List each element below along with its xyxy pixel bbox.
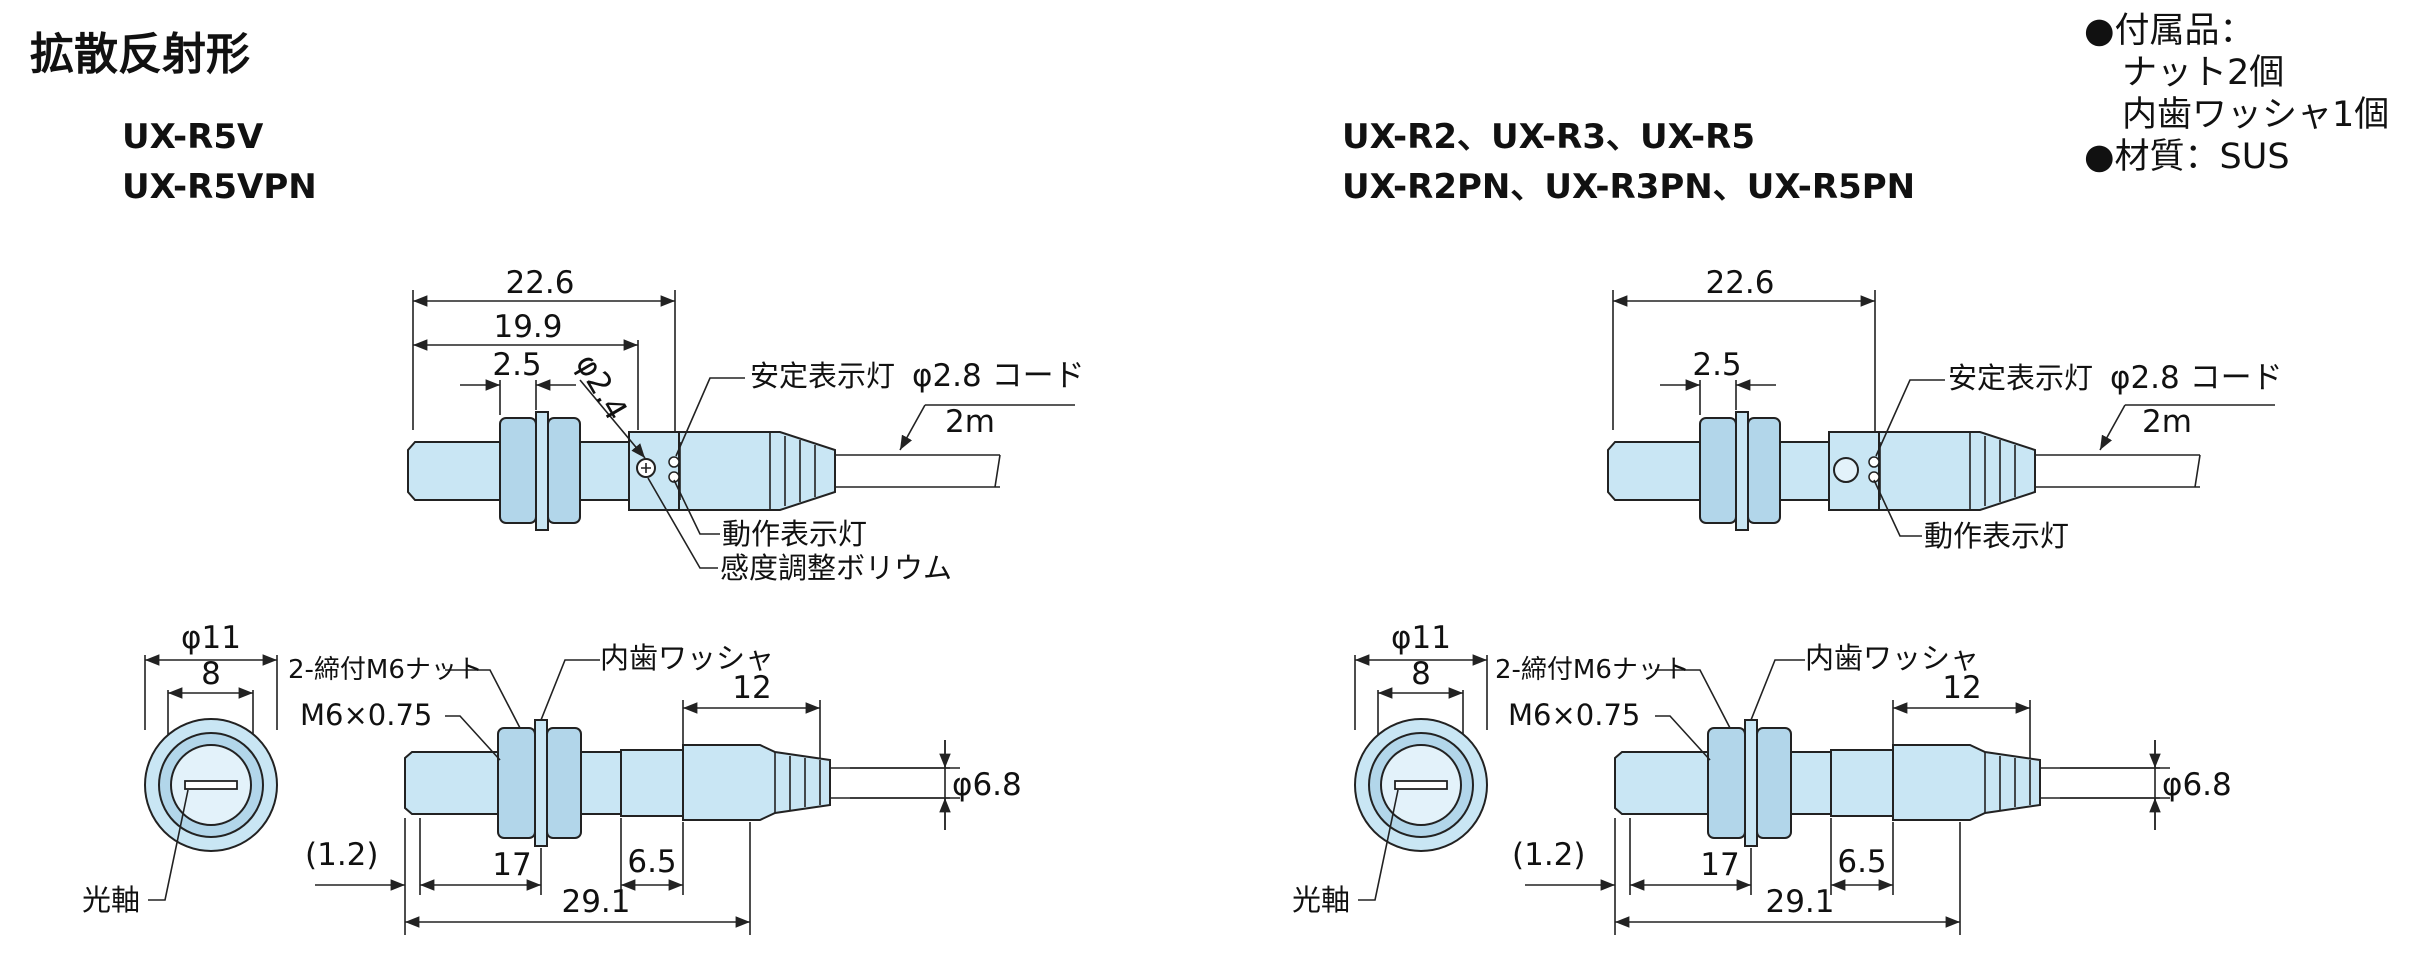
left-dim-rear-length: 6.5 — [627, 844, 676, 880]
left-dim-offset: (1.2) — [305, 837, 379, 873]
left-dim-outer-diameter: φ11 — [181, 620, 241, 656]
left-model-2: UX-R5VPN — [122, 167, 317, 207]
left-label-thread: M6×0.75 — [300, 698, 432, 732]
right-operation-led-icon — [1868, 471, 1880, 483]
left-dim-cord: φ2.8 コード — [912, 358, 1085, 394]
stability-led-icon — [668, 456, 680, 468]
right-dim-cord-length: 2m — [2142, 404, 2192, 440]
left-label-stability-led: 安定表示灯 — [750, 359, 895, 393]
right-side-sensor — [1614, 719, 2160, 847]
left-dim-overall-length: 29.1 — [561, 884, 630, 920]
right-label-nut: 2-締付M6ナット — [1495, 655, 1690, 685]
left-dim-cable-length: 12 — [732, 670, 771, 706]
left-dim-length-2: 19.9 — [493, 309, 562, 345]
right-dim-rear-length: 6.5 — [1837, 844, 1886, 880]
accessories-nut: ナット2個 — [2122, 53, 2285, 93]
right-dim-inner-diameter: 8 — [1411, 656, 1431, 692]
left-dim-cord-length: 2m — [945, 404, 995, 440]
right-label-optical-axis: 光軸 — [1292, 883, 1350, 917]
right-top-sensor — [1607, 411, 2201, 531]
right-dim-outer-diameter: φ11 — [1391, 620, 1451, 656]
right-dim-cable-length: 12 — [1942, 670, 1981, 706]
right-dim-thread-length: 17 — [1700, 847, 1739, 883]
page-title: 拡散反射形 — [30, 29, 250, 80]
right-dim-overall-length: 29.1 — [1765, 884, 1834, 920]
right-front-view: φ11 8 光軸 — [1292, 620, 1488, 917]
left-front-view: φ11 8 光軸 — [82, 620, 278, 917]
right-dim-cable-diameter: φ6.8 — [2162, 767, 2232, 803]
right-model-2: UX-R2PN、UX-R3PN、UX-R5PN — [1342, 167, 1916, 207]
accessories-washer: 内歯ワッシャ1個 — [2122, 95, 2390, 135]
right-model-1: UX-R2、UX-R3、UX-R5 — [1342, 117, 1755, 157]
left-dim-thread-length: 17 — [492, 847, 531, 883]
right-dim-nut-width: 2.5 — [1692, 347, 1741, 383]
operation-led-icon — [668, 471, 680, 483]
left-dim-cable-diameter: φ6.8 — [952, 767, 1022, 803]
right-dim-cord: φ2.8 コード — [2110, 360, 2283, 396]
left-model-names: UX-R5V UX-R5VPN — [122, 112, 317, 212]
left-dim-nut-width: 2.5 — [492, 347, 541, 383]
left-top-sensor — [407, 411, 1001, 531]
right-model-names: UX-R2、UX-R3、UX-R5 UX-R2PN、UX-R3PN、UX-R5P… — [1342, 112, 1915, 212]
right-dim-total-length: 22.6 — [1705, 265, 1774, 301]
left-label-washer: 内歯ワッシャ — [600, 641, 774, 675]
left-model-1: UX-R5V — [122, 117, 264, 157]
left-dim-led-diameter: φ2.4 — [568, 348, 634, 426]
accessories-note: ●付属品： ナット2個 内歯ワッシャ1個 ●材質：SUS — [2084, 10, 2389, 178]
right-label-stability-led: 安定表示灯 — [1948, 361, 2093, 395]
right-drawing: 22.6 2.5 安定表示灯 φ2.8 コード 2m 動作表示灯 φ11 8 光… — [1292, 265, 2283, 935]
left-label-optical-axis: 光軸 — [82, 883, 140, 917]
left-dim-inner-diameter: 8 — [201, 656, 221, 692]
material-note: ●材質：SUS — [2084, 137, 2290, 177]
right-label-washer: 内歯ワッシャ — [1805, 641, 1979, 675]
left-label-operation-led: 動作表示灯 — [722, 517, 867, 551]
left-dim-total-length: 22.6 — [505, 265, 574, 301]
left-label-nut: 2-締付M6ナット — [288, 655, 483, 685]
right-label-thread: M6×0.75 — [1508, 698, 1640, 732]
right-dim-offset: (1.2) — [1512, 837, 1586, 873]
right-stability-led-icon — [1868, 456, 1880, 468]
left-drawing: 22.6 19.9 2.5 φ2.4 安定表示灯 φ2.8 コード 2m 動作表… — [82, 265, 1085, 935]
left-label-sensitivity: 感度調整ボリウム — [720, 551, 952, 585]
right-label-operation-led: 動作表示灯 — [1924, 519, 2069, 553]
accessories-heading: ●付属品： — [2084, 11, 2255, 51]
left-side-sensor — [404, 719, 950, 847]
